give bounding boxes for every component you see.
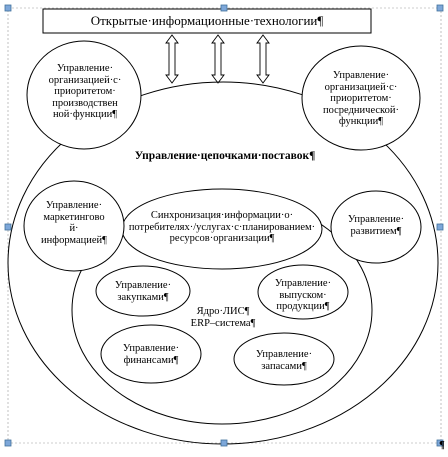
sync-label: Синхронизация·информации·о· потребителях… [128, 210, 316, 244]
handle-bottom-left[interactable] [4, 439, 12, 447]
development-node-label: Управление· развитием¶ [347, 214, 405, 237]
inventory-node [233, 332, 335, 386]
top-box-label: Открытые·информационные·технологии¶ [90, 13, 324, 28]
left-top-node [26, 40, 142, 150]
double-arrows [165, 34, 270, 84]
double-arrow-3 [256, 34, 270, 84]
corner-paragraph-mark: ¶ [439, 440, 445, 451]
handle-top-left[interactable] [4, 4, 12, 12]
inventory-node-label: Управление· запасами¶ [255, 349, 313, 372]
double-arrow-2 [211, 34, 225, 84]
handle-bottom-right[interactable] [436, 439, 444, 447]
handle-bottom-center[interactable] [220, 439, 228, 447]
finance-node-label: Управление· финансами¶ [122, 343, 180, 366]
handle-middle-left[interactable] [4, 223, 12, 231]
right-top-node [301, 45, 421, 151]
right-top-node-label: Управление· организацией·с· приоритетом·… [323, 70, 399, 127]
handle-top-center[interactable] [220, 4, 228, 12]
top-box [42, 8, 372, 34]
core-label: Ядро·ЛИС¶ ERP–система¶ [190, 306, 256, 329]
finance-node [100, 324, 202, 384]
procurement-node [95, 265, 191, 317]
production-node [257, 264, 349, 320]
development-node [330, 190, 422, 264]
left-top-node-label: Управление· организацией·с· приоритетом·… [48, 63, 122, 120]
handle-top-right[interactable] [436, 4, 444, 12]
handle-middle-right[interactable] [436, 223, 444, 231]
selection-handles [4, 4, 444, 447]
marketing-node-label: Управление· маркетингово й· информацией¶ [41, 200, 107, 246]
procurement-node-label: Управление· закупками¶ [114, 280, 172, 303]
marketing-node [23, 180, 125, 272]
production-node-label: Управление· выпуском· продукции¶ [274, 278, 332, 312]
supply-chain-label: Управление·цепочками·поставок¶ [134, 150, 316, 162]
double-arrow-1 [165, 34, 179, 84]
